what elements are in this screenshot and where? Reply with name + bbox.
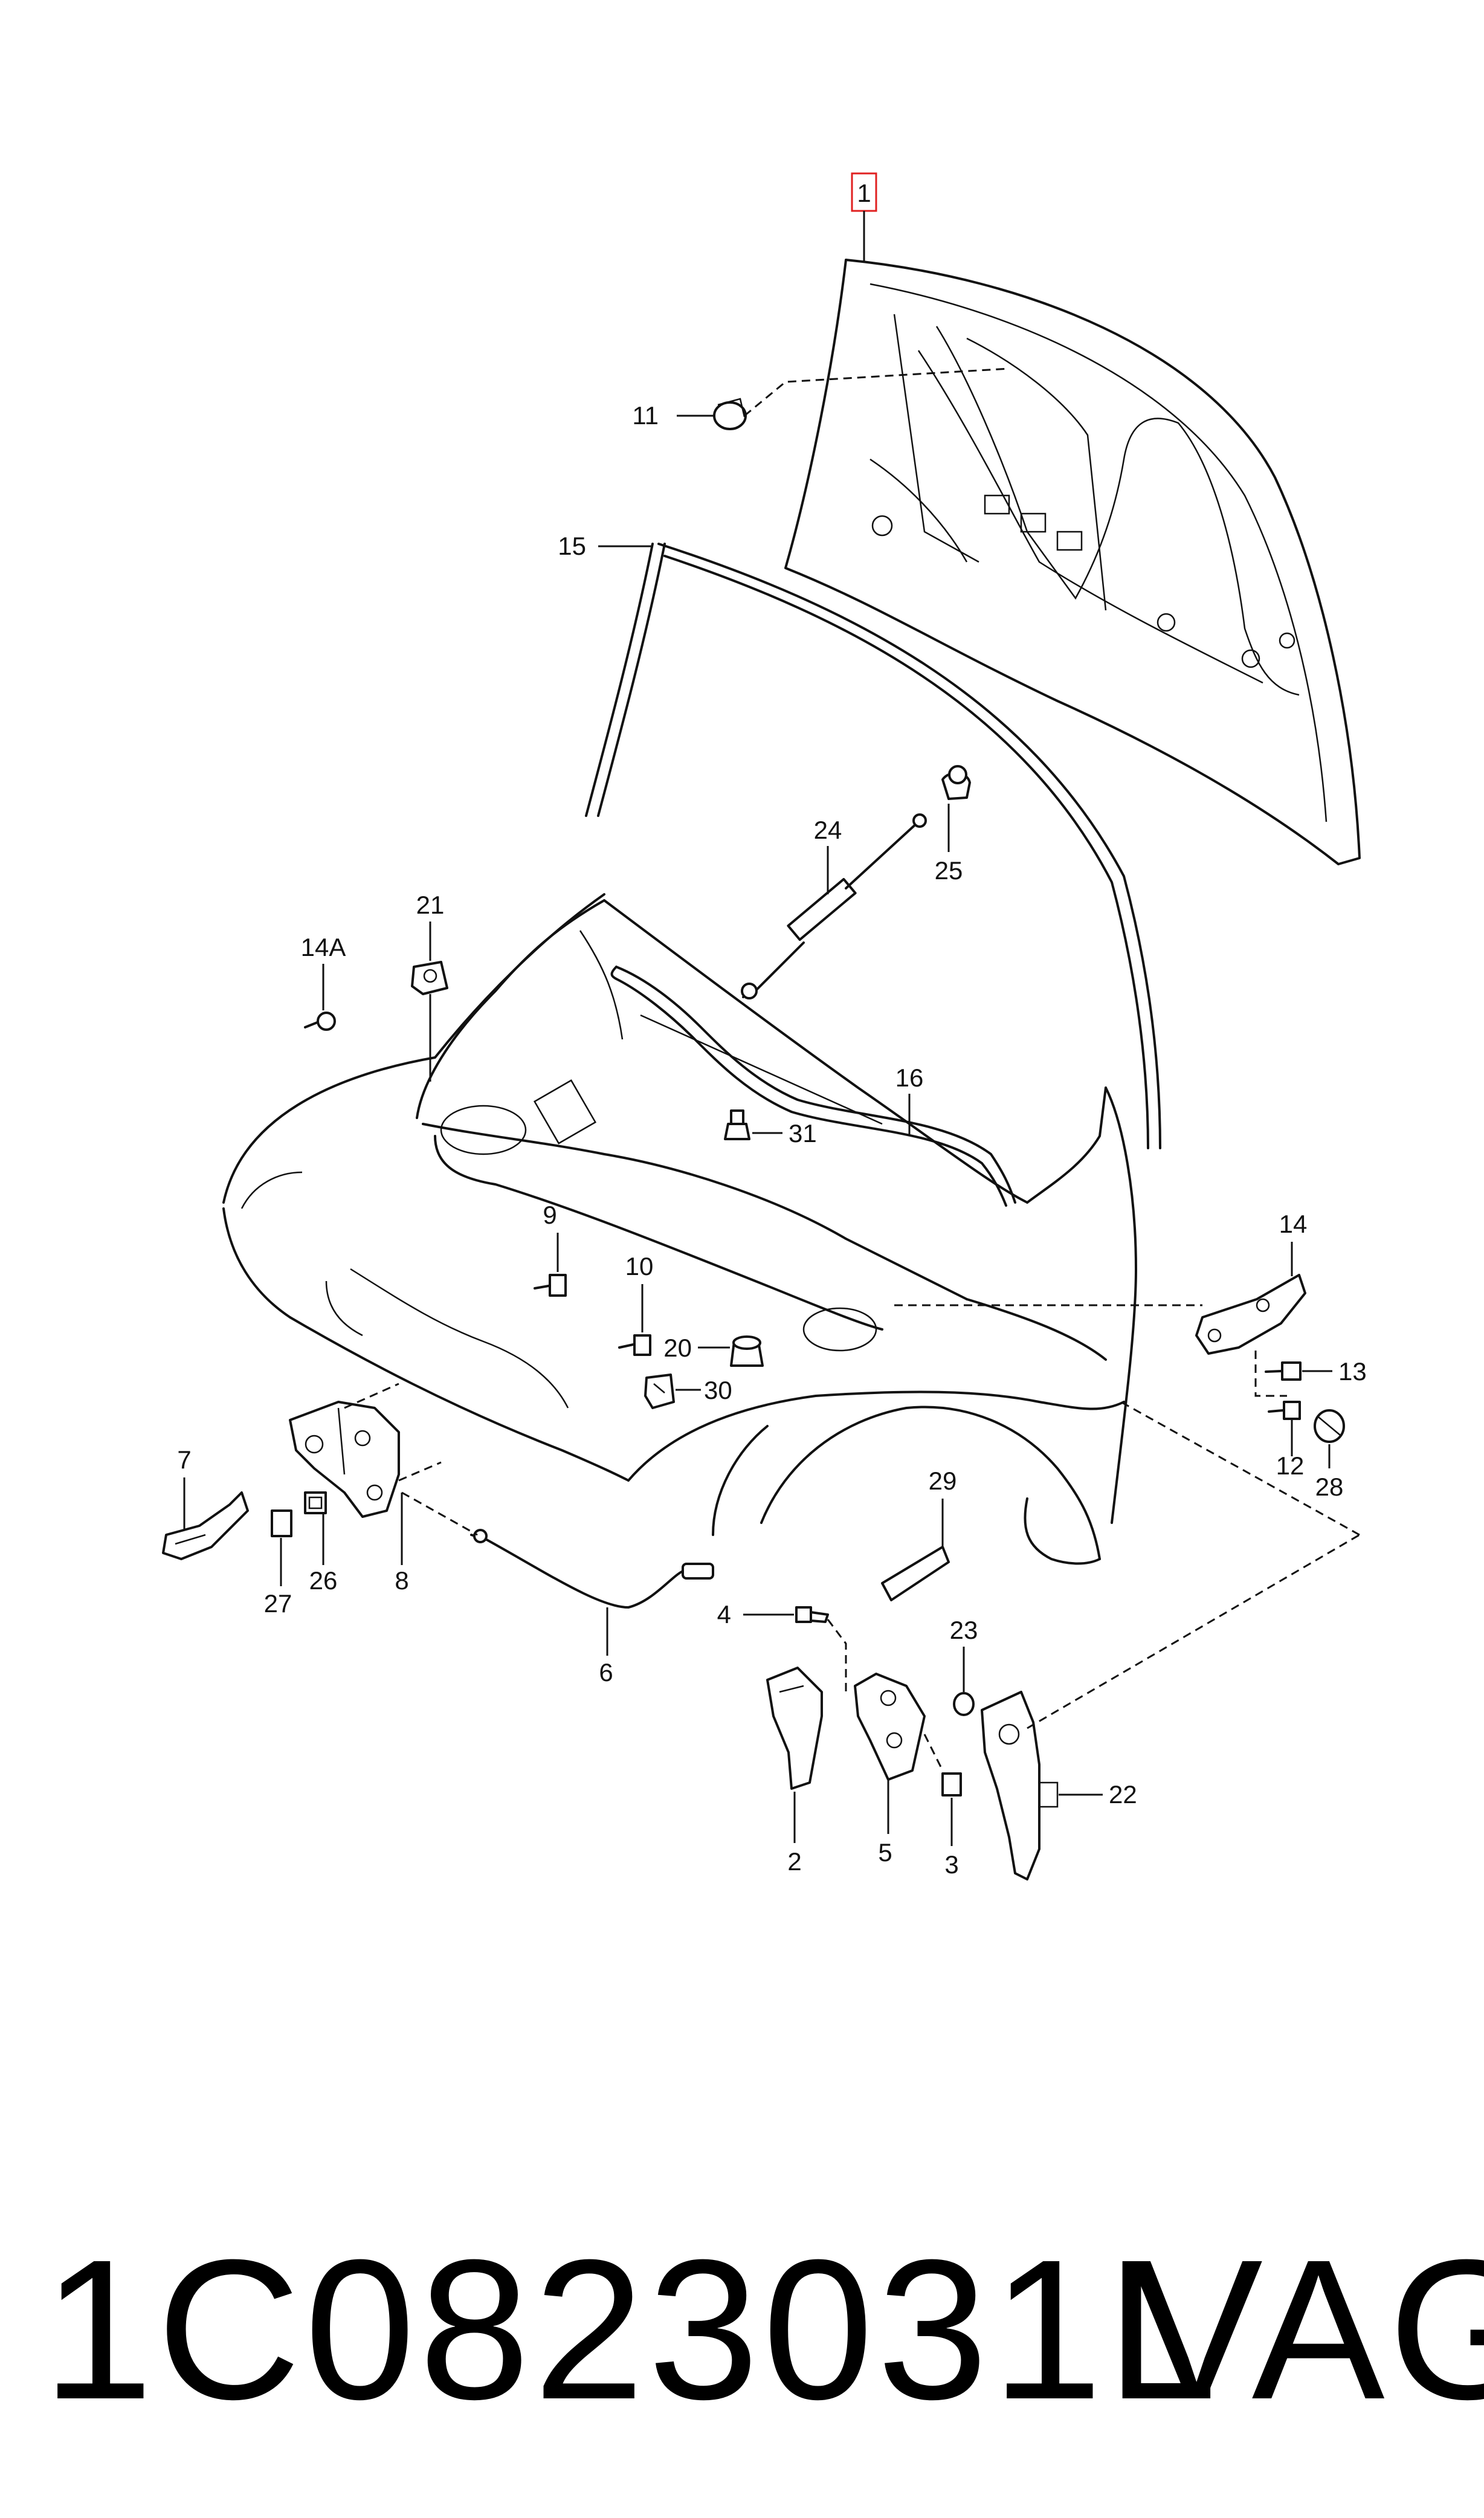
callout-5: 5 [878,1838,892,1867]
hood-latch[interactable] [289,1401,400,1518]
hood-buffer[interactable] [713,398,747,430]
callout-21: 21 [416,891,445,919]
callout-20: 20 [663,1334,692,1362]
clip-27[interactable] [271,1509,292,1537]
callout-29: 29 [929,1467,957,1495]
callout-16: 16 [895,1064,924,1092]
callout-6: 6 [599,1658,613,1687]
callout-2: 2 [787,1847,801,1876]
callout-10: 10 [625,1252,654,1280]
callout-14a: 14A [301,933,346,961]
lock-base[interactable] [854,1673,926,1781]
bolt-10[interactable] [618,1334,651,1356]
screw-4[interactable] [795,1606,829,1623]
clip-3[interactable] [941,1772,962,1796]
release-cable[interactable] [470,1529,714,1609]
part-number: 1C0823031L [42,2218,1221,2441]
callout-11: 11 [632,401,659,430]
lock-cover[interactable] [766,1667,823,1790]
callout-30: 30 [704,1376,732,1404]
parts-diagram: 1 11 15 24 25 21 14A 16 31 9 14 10 20 13… [162,172,1367,1880]
screw-14a[interactable] [304,1012,336,1031]
clip-31[interactable] [724,1109,750,1140]
bolt-13[interactable] [1265,1361,1302,1381]
clip-26[interactable] [304,1491,327,1514]
brand-name: VAG [1130,2218,1484,2441]
callout-26: 26 [309,1566,338,1595]
callout-9: 9 [543,1201,556,1229]
sealing-strip[interactable] [881,1546,950,1601]
callout-28: 28 [1315,1473,1344,1501]
clip-30[interactable] [644,1374,675,1409]
hood-seal[interactable] [585,543,1161,1149]
callout-15: 15 [558,532,586,560]
callout-23: 23 [950,1616,978,1644]
bolt-9[interactable] [534,1274,567,1297]
callout-3: 3 [944,1850,958,1879]
callout-14: 14 [1279,1210,1308,1238]
ball-stud[interactable] [941,765,971,800]
callout-22: 22 [1109,1780,1137,1809]
callout-12: 12 [1276,1451,1305,1480]
callout-27: 27 [264,1589,292,1618]
callout-4: 4 [717,1600,731,1629]
callout-7: 7 [177,1445,191,1474]
hood-panel[interactable] [784,259,1361,865]
callout-31: 31 [789,1119,817,1148]
release-lever[interactable] [162,1491,249,1560]
callout-1: 1 [857,179,871,207]
callout-13: 13 [1338,1357,1367,1386]
lock-carrier[interactable] [981,1691,1059,1880]
bulkhead-seal[interactable] [610,966,1016,1207]
callout-8: 8 [395,1566,408,1595]
nut-23[interactable] [953,1692,975,1716]
buffer-28[interactable] [1314,1409,1345,1443]
gas-strut[interactable] [741,813,927,999]
callout-24: 24 [814,816,842,844]
grommet-20[interactable] [730,1335,764,1367]
buffer-bracket[interactable] [411,961,448,995]
callout-25: 25 [935,856,963,885]
front-body-structure [222,893,1137,1565]
hood-hinge[interactable] [1195,1274,1306,1355]
bolt-12[interactable] [1268,1401,1301,1420]
